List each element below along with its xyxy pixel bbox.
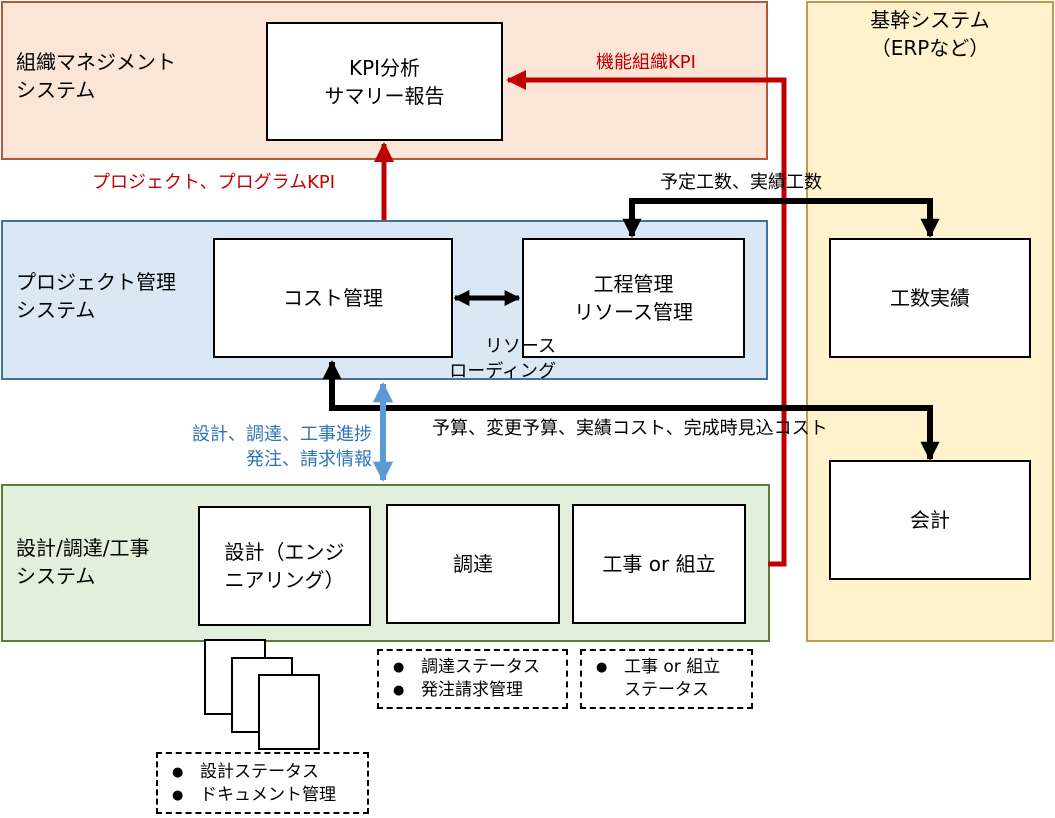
design-box: 設計（エンジ ニアリング） — [198, 506, 371, 626]
manhours-arrow — [622, 198, 940, 238]
cost-management-box: コスト管理 — [213, 238, 453, 358]
resource-loading-label: リソース ローディング — [449, 336, 556, 382]
schedule-resource-box: 工程管理 リソース管理 — [522, 238, 745, 358]
org-management-title: 組織マネジメント システム — [16, 50, 176, 102]
accounting-box: 会計 — [829, 460, 1031, 580]
design-status-note: 設計ステータス ドキュメント管理 — [156, 752, 369, 814]
erp-system-title: 基幹システム （ERPなど） — [870, 8, 990, 60]
note-item: 設計ステータス — [158, 761, 367, 784]
note-item: 発注請求管理 — [379, 679, 566, 702]
note-item: 調達ステータス — [379, 656, 566, 679]
functional-kpi-arrow — [506, 70, 787, 567]
cost-flow-label: 予算、変更予算、実績コスト、完成時見込コスト — [432, 418, 828, 439]
procurement-status-note: 調達ステータス 発注請求管理 — [377, 649, 568, 709]
document-icon — [258, 674, 320, 750]
functional-kpi-label: 機能組織KPI — [596, 52, 696, 73]
cost-accounting-arrow — [322, 360, 940, 461]
kpi-analysis-box: KPI分析 サマリー報告 — [266, 22, 503, 141]
project-management-title: プロジェクト管理 システム — [16, 270, 176, 322]
construction-status-note: 工事 or 組立 ステータス — [580, 649, 753, 709]
project-kpi-label: プロジェクト、プログラムKPI — [92, 172, 336, 193]
note-item: 工事 or 組立 ステータス — [582, 656, 751, 702]
manhours-flow-label: 予定工数、実績工数 — [660, 172, 822, 193]
epc-system-title: 設計/調達/工事 システム — [16, 536, 150, 588]
note-item: ドキュメント管理 — [158, 784, 367, 807]
procurement-box: 調達 — [386, 504, 560, 624]
manhours-actual-box: 工数実績 — [829, 238, 1031, 358]
epc-flow-label: 設計、調達、工事進捗 発注、請求情報 — [192, 424, 372, 470]
construction-box: 工事 or 組立 — [572, 504, 746, 624]
